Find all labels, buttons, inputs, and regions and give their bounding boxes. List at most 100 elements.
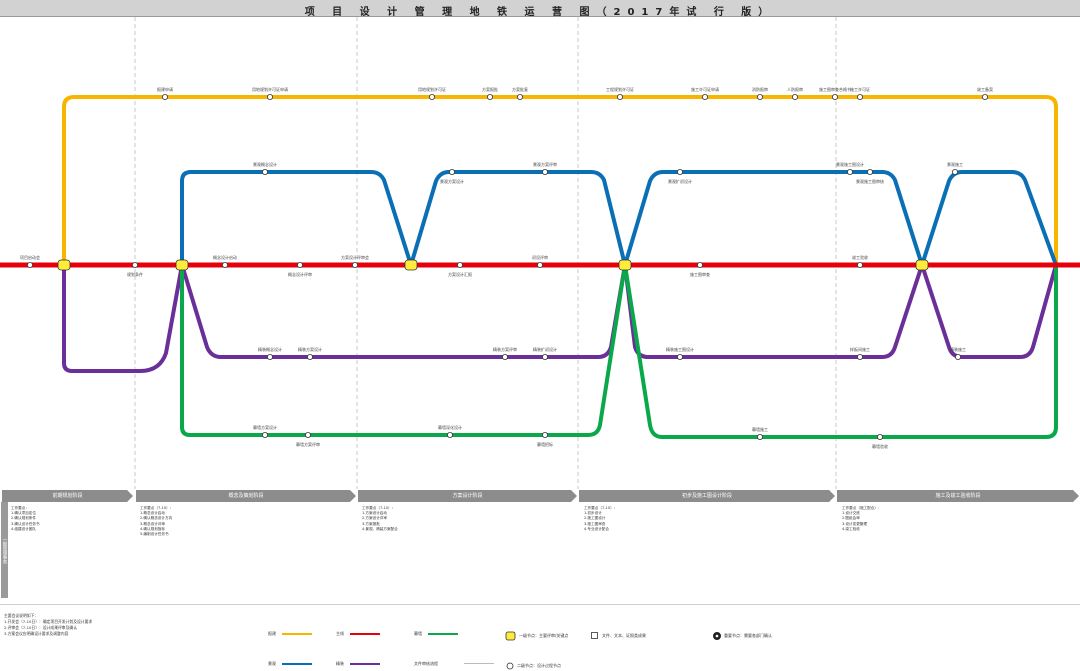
station-node xyxy=(757,433,764,440)
page-title: 项 目 设 计 管 理 地 铁 运 营 图（2017年试 行 版） xyxy=(304,7,776,18)
station-label: 幕墙方案设计 xyxy=(253,424,277,430)
station-node xyxy=(486,94,493,101)
station-label: 竣工备案 xyxy=(977,86,993,92)
blue-line xyxy=(180,170,1058,267)
legend-swatch xyxy=(428,633,458,635)
station-label: 施工图审查 xyxy=(690,271,710,277)
station-label: 精装扩初设计 xyxy=(533,346,557,352)
station-node xyxy=(857,261,864,268)
stage-band-scheme: 方案设计阶段 xyxy=(358,490,577,502)
stage-notes-planning: 工作要点： 1.确认项目定位 2.确认规划条件 3.确认设计任务书 4.组建设计… xyxy=(11,506,40,531)
station-node xyxy=(501,353,508,360)
stage-band-construction-drawing: 初步及施工图设计阶段 xyxy=(579,490,835,502)
document-icon xyxy=(591,632,598,639)
station-node xyxy=(702,94,709,101)
station-label: 消防报审 xyxy=(752,86,768,92)
station-label: 施工许可证申请 xyxy=(691,86,719,92)
station-node xyxy=(982,94,989,101)
station-node xyxy=(428,94,435,101)
station-label: 精装施工 xyxy=(950,346,966,352)
station-label: 景观施工 xyxy=(947,161,963,167)
station-label: 精装概念设计 xyxy=(258,346,282,352)
station-label: 用地规划许可证申请 xyxy=(252,86,288,92)
station-node xyxy=(221,261,228,268)
station-node xyxy=(131,261,138,268)
hub-icon xyxy=(505,631,516,641)
legend: 主要会议说明如下： 1.开发会（7-10日）：确定项目开发计划及设计要求 2.评… xyxy=(0,604,1080,670)
station-node xyxy=(857,94,864,101)
legend-swatch xyxy=(282,633,312,635)
station-label: 用地规划许可证 xyxy=(418,86,446,92)
station-label: 初设评审 xyxy=(532,254,548,260)
station-label: 精装方案评审 xyxy=(493,346,517,352)
station-node xyxy=(867,168,874,175)
station-node xyxy=(26,261,33,268)
station-label: 景观概念设计 xyxy=(253,161,277,167)
metro-map: 项目启动会规划条件概念设计启动概念设计评审方案设计评审会方案设计汇报初设评审施工… xyxy=(0,17,1080,489)
station-label: 景观方案评审 xyxy=(533,161,557,167)
station-node xyxy=(304,431,311,438)
station-node xyxy=(952,168,959,175)
station-label: 景观方案设计 xyxy=(440,178,464,184)
station-node xyxy=(757,94,764,101)
stage-notes-concept: 工作要点（7-10）： 1.概念设计启动 2.确认概念设计方向 3.概念设计评审… xyxy=(140,506,174,537)
station-label: 景观施工图审核 xyxy=(856,178,884,184)
station-label: 精装方案设计 xyxy=(298,346,322,352)
station-node xyxy=(161,94,168,101)
station-label: 报建申请 xyxy=(157,86,173,92)
legend-item-blue: 景观 xyxy=(268,661,312,667)
station-node xyxy=(542,431,549,438)
station-node xyxy=(697,261,704,268)
stage-band-concept: 概念及策划阶段 xyxy=(136,490,356,502)
stage-notes-construction-drawing: 工作要点（7-10）： 1.初步设计 2.施工图设计 3.施工图审查 4.专业设… xyxy=(584,506,618,531)
stage-band-construction: 施工及竣工验收阶段 xyxy=(837,490,1079,502)
station-node xyxy=(456,261,463,268)
station-node xyxy=(261,431,268,438)
stage-notes-scheme: 工作要点（7-10）： 1.方案设计启动 2.方案设计评审 3.方案报批 4.景… xyxy=(362,506,398,531)
stage-notes-construction: 工作要点（施工配合）： 1.设计交底 2.图纸会审 3.设计变更管理 4.竣工验… xyxy=(842,506,882,531)
legend-item-review: 文件审核流程 xyxy=(414,661,494,667)
legend-item-yellow: 报建 xyxy=(268,631,312,637)
legend-swatch xyxy=(350,663,380,665)
station-label: 幕墙施工 xyxy=(752,426,768,432)
purple-line xyxy=(62,263,1058,373)
station-label: 竣工验收 xyxy=(852,254,868,260)
legend-item-green: 幕墙 xyxy=(414,631,458,637)
station-label: 景观施工图设计 xyxy=(836,161,864,167)
legend-item-hub: 一级节点：主要评审/关键点 xyxy=(519,633,569,638)
station-node xyxy=(448,168,455,175)
legend-swatch xyxy=(350,633,380,635)
station-node xyxy=(542,168,549,175)
station-node xyxy=(517,94,524,101)
station-label: 幕墙验收 xyxy=(872,443,888,449)
legend-notes: 主要会议说明如下： 1.开发会（7-10日）：确定项目开发计划及设计要求 2.评… xyxy=(4,613,93,636)
legend-item-document: 文件、文本、证照类成果 xyxy=(602,633,646,638)
station-node xyxy=(537,261,544,268)
station-node xyxy=(677,353,684,360)
station-node xyxy=(266,94,273,101)
station-label: 幕墙招标 xyxy=(537,441,553,447)
yellow-line xyxy=(62,95,1058,267)
legend-item-key-node: 重要节点：需要各部门确认 xyxy=(724,633,772,638)
station-icon xyxy=(506,662,514,670)
interchange-hub xyxy=(915,259,929,271)
interchange-hubs xyxy=(57,259,929,271)
station-node xyxy=(792,94,799,101)
station-label: 幕墙深化设计 xyxy=(438,424,462,430)
station-label: 施工图审查合格书 xyxy=(819,86,851,92)
title-bar: 项 目 设 计 管 理 地 铁 运 营 图（2017年试 行 版） xyxy=(0,0,1080,18)
station-node xyxy=(677,168,684,175)
station-node xyxy=(296,261,303,268)
interchange-hub xyxy=(57,259,71,271)
station-label: 方案批复 xyxy=(512,86,528,92)
interchange-hub xyxy=(404,259,418,271)
station-node xyxy=(351,261,358,268)
station-label: 规划条件 xyxy=(127,271,143,277)
interchange-hub xyxy=(618,259,632,271)
station-label: 施工许可证 xyxy=(850,86,870,92)
station-node xyxy=(617,94,624,101)
station-node xyxy=(306,353,313,360)
station-label: 精装施工图设计 xyxy=(666,346,694,352)
station-label: 景观扩初设计 xyxy=(668,178,692,184)
legend-swatch xyxy=(282,663,312,665)
